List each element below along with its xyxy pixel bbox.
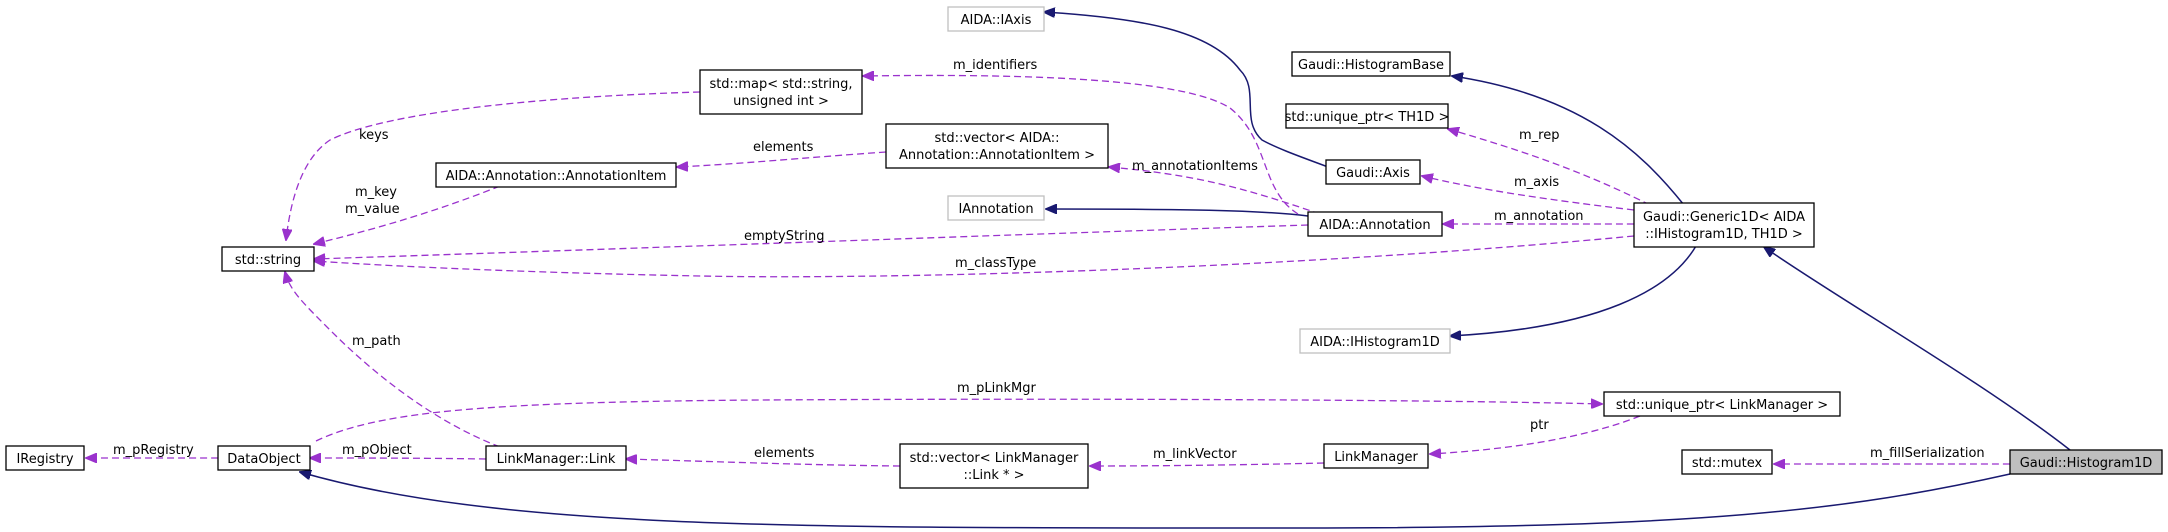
svg-text:::IHistogram1D, TH1D >: ::IHistogram1D, TH1D > xyxy=(1645,227,1803,242)
edge-label-m-value: m_value xyxy=(345,202,400,217)
svg-text:Gaudi::Histogram1D: Gaudi::Histogram1D xyxy=(2020,456,2153,471)
node-iannotation[interactable]: IAnnotation xyxy=(947,195,1045,221)
edge-label-empty-string: emptyString xyxy=(744,229,825,244)
edge-generic1d-to-unique-ptr-th1d xyxy=(1448,129,1651,206)
node-linkmanager[interactable]: LinkManager xyxy=(1323,443,1429,469)
edge-vector-link-to-linkmanager-link xyxy=(626,459,901,467)
edge-generic1d-to-aida-iaxis xyxy=(1044,12,1337,171)
edge-label-m-annotation-items: m_annotationItems xyxy=(1132,159,1258,174)
svg-text:DataObject: DataObject xyxy=(227,452,300,467)
edge-label-m-key: m_key xyxy=(355,185,397,200)
svg-text:Annotation::AnnotationItem >: Annotation::AnnotationItem > xyxy=(899,148,1095,163)
svg-text:LinkManager::Link: LinkManager::Link xyxy=(497,452,616,467)
node-vector-link[interactable]: std::vector< LinkManager ::Link * > xyxy=(899,443,1089,489)
svg-text:IAnnotation: IAnnotation xyxy=(958,202,1033,217)
svg-text:AIDA::Annotation: AIDA::Annotation xyxy=(1319,218,1430,233)
node-unique-ptr-th1d[interactable]: std::unique_ptr< TH1D > xyxy=(1285,103,1450,129)
svg-text:std::unique_ptr< TH1D >: std::unique_ptr< TH1D > xyxy=(1285,110,1450,125)
svg-text:AIDA::Annotation::AnnotationIt: AIDA::Annotation::AnnotationItem xyxy=(446,169,667,184)
node-generic1d[interactable]: Gaudi::Generic1D< AIDA ::IHistogram1D, T… xyxy=(1633,202,1815,248)
node-linkmanager-link[interactable]: LinkManager::Link xyxy=(485,445,627,471)
edge-label-m-annotation: m_annotation xyxy=(1494,209,1584,224)
edge-label-m-path: m_path xyxy=(352,334,401,349)
node-annotation-item[interactable]: AIDA::Annotation::AnnotationItem xyxy=(435,162,677,188)
svg-text:AIDA::IAxis: AIDA::IAxis xyxy=(961,13,1032,28)
edge-std-map-to-std-string xyxy=(286,91,701,240)
svg-text:AIDA::IHistogram1D: AIDA::IHistogram1D xyxy=(1310,335,1440,350)
node-aida-ihistogram1d[interactable]: AIDA::IHistogram1D xyxy=(1299,328,1451,354)
svg-text:LinkManager: LinkManager xyxy=(1334,450,1418,465)
edge-label-elements-link: elements xyxy=(754,446,815,461)
node-std-map[interactable]: std::map< std::string, unsigned int > xyxy=(699,69,863,115)
svg-text:unsigned int >: unsigned int > xyxy=(733,94,829,109)
node-iregistry[interactable]: IRegistry xyxy=(5,445,85,471)
svg-text:std::string: std::string xyxy=(235,253,301,268)
edge-histogram1d-to-dataobject xyxy=(300,472,2011,529)
node-gaudi-axis[interactable]: Gaudi::Axis xyxy=(1325,159,1421,185)
edge-label-m-fill-serialization: m_fillSerialization xyxy=(1870,446,1985,461)
svg-text:std::mutex: std::mutex xyxy=(1692,456,1763,471)
edge-histogram1d-to-generic1d xyxy=(1764,247,2071,451)
edge-generic1d-to-std-string xyxy=(314,235,1635,278)
node-histogram-base[interactable]: Gaudi::HistogramBase xyxy=(1291,51,1451,77)
edge-aida-annotation-to-std-string xyxy=(314,224,1309,259)
svg-text:std::map< std::string,: std::map< std::string, xyxy=(709,77,852,92)
edge-label-m-pregistry: m_pRegistry xyxy=(113,443,194,458)
edge-linkmanager-to-vector-link xyxy=(1090,463,1325,466)
edge-vector-annotation-to-annotation-item xyxy=(677,151,887,167)
edge-label-m-identifiers: m_identifiers xyxy=(953,58,1038,73)
edge-linkmanager-link-to-std-string xyxy=(285,272,501,448)
edge-label-m-link-vector: m_linkVector xyxy=(1153,447,1237,462)
node-aida-iaxis[interactable]: AIDA::IAxis xyxy=(947,6,1045,32)
edge-annotation-item-to-std-string xyxy=(314,185,501,244)
edge-label-ptr: ptr xyxy=(1530,418,1549,433)
svg-text:Gaudi::HistogramBase: Gaudi::HistogramBase xyxy=(1298,58,1444,73)
node-dataobject[interactable]: DataObject xyxy=(217,445,311,471)
edge-label-elements-annotation: elements xyxy=(753,140,814,155)
svg-text:IRegistry: IRegistry xyxy=(16,452,73,467)
node-std-string[interactable]: std::string xyxy=(221,246,315,272)
edge-generic1d-to-histogram-base xyxy=(1452,76,1685,206)
node-histogram1d[interactable]: Gaudi::Histogram1D xyxy=(2009,449,2163,475)
edge-label-m-pobject: m_pObject xyxy=(342,443,412,458)
edge-generic1d-to-aida-ihistogram1d xyxy=(1450,245,1697,336)
svg-text:std::vector< AIDA::: std::vector< AIDA:: xyxy=(934,131,1059,146)
svg-text:Gaudi::Generic1D< AIDA: Gaudi::Generic1D< AIDA xyxy=(1643,210,1805,225)
edge-label-m-plinkmgr: m_pLinkMgr xyxy=(957,381,1037,396)
edge-label-m-rep: m_rep xyxy=(1519,128,1559,143)
edge-label-keys: keys xyxy=(359,128,389,143)
svg-text:std::unique_ptr< LinkManager >: std::unique_ptr< LinkManager > xyxy=(1616,398,1828,413)
svg-text:Gaudi::Axis: Gaudi::Axis xyxy=(1336,166,1410,181)
node-vector-annotation[interactable]: std::vector< AIDA:: Annotation::Annotati… xyxy=(885,123,1109,169)
node-aida-annotation[interactable]: AIDA::Annotation xyxy=(1307,211,1443,237)
edge-label-m-axis: m_axis xyxy=(1514,175,1559,190)
node-std-mutex[interactable]: std::mutex xyxy=(1681,449,1773,475)
edge-aida-annotation-to-iannotation xyxy=(1046,209,1309,217)
svg-text:::Link * >: ::Link * > xyxy=(963,468,1024,483)
edge-unique-ptr-linkmanager-to-linkmanager xyxy=(1430,415,1641,454)
edge-linkmanager-link-to-dataobject xyxy=(310,458,487,459)
edge-dataobject-to-unique-ptr-linkmanager xyxy=(315,398,1602,442)
node-unique-ptr-linkmanager[interactable]: std::unique_ptr< LinkManager > xyxy=(1603,391,1841,417)
edge-aida-annotation-to-vector-annotation xyxy=(1109,167,1321,215)
edge-label-m-class-type: m_classType xyxy=(955,256,1036,271)
svg-text:std::vector< LinkManager: std::vector< LinkManager xyxy=(910,451,1079,466)
edge-generic1d-to-gaudi-axis xyxy=(1422,176,1635,211)
edge-aida-annotation-to-std-map xyxy=(863,75,1299,215)
